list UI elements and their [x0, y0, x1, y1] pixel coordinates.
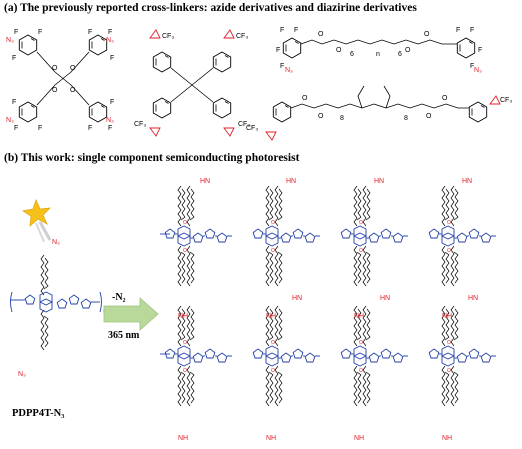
svg-text:O: O — [424, 31, 430, 38]
svg-text:CF₃: CF₃ — [134, 121, 146, 128]
svg-text:O: O — [405, 47, 411, 54]
svg-text:n: n — [376, 51, 380, 58]
reaction-condition: 365 nm — [108, 330, 140, 341]
svg-text:CF₃: CF₃ — [246, 125, 258, 132]
svg-text:F: F — [108, 125, 112, 132]
svg-text:8: 8 — [340, 115, 344, 122]
svg-text:O: O — [52, 87, 58, 94]
svg-text:NH: NH — [442, 435, 452, 442]
svg-text:F: F — [14, 29, 18, 36]
crosslinked-network: HN HN HN HN NH NH HN NH HN NH HN NH NH N… — [160, 178, 496, 442]
svg-text:F: F — [470, 63, 474, 70]
svg-text:F: F — [12, 99, 16, 106]
svg-text:N₃: N₃ — [106, 117, 114, 124]
svg-text:NH: NH — [442, 313, 452, 320]
svg-text:CF₃: CF₃ — [162, 33, 174, 40]
svg-text:F: F — [276, 47, 280, 54]
svg-text:N₃: N₃ — [18, 371, 26, 378]
svg-text:F: F — [456, 27, 460, 34]
svg-text:F: F — [88, 29, 92, 36]
svg-text:HN: HN — [380, 295, 390, 302]
svg-text:HN: HN — [468, 295, 478, 302]
tetra-diazirine-crosslinker: CF₃ CF₃ CF₃ CF₃ — [134, 29, 250, 137]
svg-text:F: F — [88, 125, 92, 132]
svg-text:NH: NH — [178, 435, 188, 442]
svg-text:8: 8 — [404, 115, 408, 122]
svg-text:HN: HN — [292, 295, 302, 302]
svg-text:F: F — [280, 27, 284, 34]
bis-pfpa-linker: O O O O 6 n 6 F F F F F F F F N₃ N₃ — [276, 27, 482, 74]
bis-diazirine-linker: O O O O 8 8 CF₃ CF₃ — [246, 85, 512, 141]
svg-text:F: F — [280, 63, 284, 70]
svg-text:O: O — [426, 113, 432, 120]
svg-text:N₃: N₃ — [106, 37, 114, 44]
svg-text:HN: HN — [374, 178, 384, 185]
pdpp4t-n3-monomer: N₃ n N₃ — [10, 239, 107, 378]
svg-text:CF₃: CF₃ — [238, 121, 250, 128]
section-a-heading: (a) The previously reported cross-linker… — [4, 2, 417, 14]
svg-text:F: F — [108, 29, 112, 36]
svg-text:F: F — [38, 29, 42, 36]
section-b-heading: (b) This work: single component semicond… — [4, 152, 300, 164]
svg-text:F: F — [470, 27, 474, 34]
pfpa-tetra-crosslinker: O O O O F F F F F F F F F F F F N₃ N₃ N₃… — [6, 29, 114, 132]
svg-text:F: F — [110, 55, 114, 62]
svg-text:N₃: N₃ — [52, 239, 60, 246]
svg-text:O: O — [70, 65, 76, 72]
svg-text:F: F — [14, 125, 18, 132]
svg-text:F: F — [38, 125, 42, 132]
svg-text:O: O — [318, 113, 324, 120]
svg-text:O: O — [442, 95, 448, 102]
polymer-name: PDPP4T-N₃ — [12, 408, 65, 419]
svg-text:HN: HN — [462, 178, 472, 185]
svg-text:N₃: N₃ — [6, 117, 14, 124]
svg-text:CF₃: CF₃ — [236, 33, 248, 40]
svg-text:F: F — [478, 47, 482, 54]
svg-text:O: O — [318, 31, 324, 38]
svg-text:HN: HN — [286, 178, 296, 185]
svg-text:6: 6 — [398, 51, 402, 58]
svg-text:F: F — [12, 55, 16, 62]
svg-text:N₃: N₃ — [285, 67, 293, 74]
svg-text:F: F — [294, 27, 298, 34]
svg-text:O: O — [70, 87, 76, 94]
uv-light-icon — [21, 198, 52, 243]
svg-text:NH: NH — [266, 313, 276, 320]
svg-text:6: 6 — [350, 51, 354, 58]
svg-text:NH: NH — [178, 313, 188, 320]
svg-text:N₃: N₃ — [6, 37, 14, 44]
svg-text:O: O — [52, 65, 58, 72]
svg-text:F: F — [110, 99, 114, 106]
svg-text:O: O — [302, 95, 308, 102]
svg-text:NH: NH — [266, 435, 276, 442]
svg-text:CF₃: CF₃ — [500, 97, 512, 104]
svg-text:O: O — [336, 47, 342, 54]
reaction-reagent: -N₂ — [112, 292, 126, 303]
svg-text:N₃: N₃ — [474, 67, 482, 74]
svg-text:NH: NH — [354, 435, 364, 442]
svg-text:HN: HN — [200, 178, 210, 185]
reaction-arrow — [103, 297, 159, 331]
svg-text:NH: NH — [354, 313, 364, 320]
